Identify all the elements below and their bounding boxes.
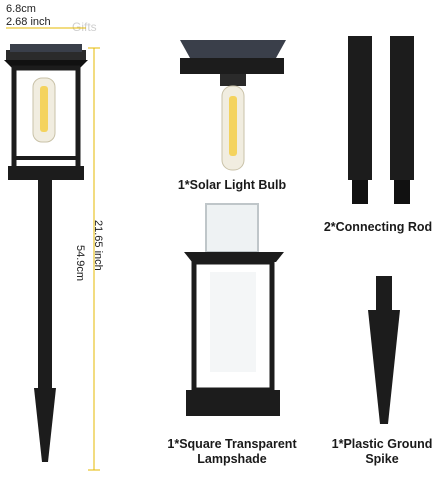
lampshade-label-line1: 1*Square Transparent [167, 437, 297, 451]
rod-label: 2*Connecting Rod [323, 220, 433, 234]
spike-label-line1: 1*Plastic Ground [331, 437, 433, 451]
spike-label-line2: Spike [365, 452, 399, 466]
width-inch-label: 2.68 inch [6, 16, 51, 28]
watermark-text: Gifts [72, 20, 97, 34]
bulb-label: 1*Solar Light Bulb [177, 178, 287, 192]
lampshade-label-line2: Lampshade [197, 452, 267, 466]
width-cm-label: 6.8cm [6, 3, 36, 15]
